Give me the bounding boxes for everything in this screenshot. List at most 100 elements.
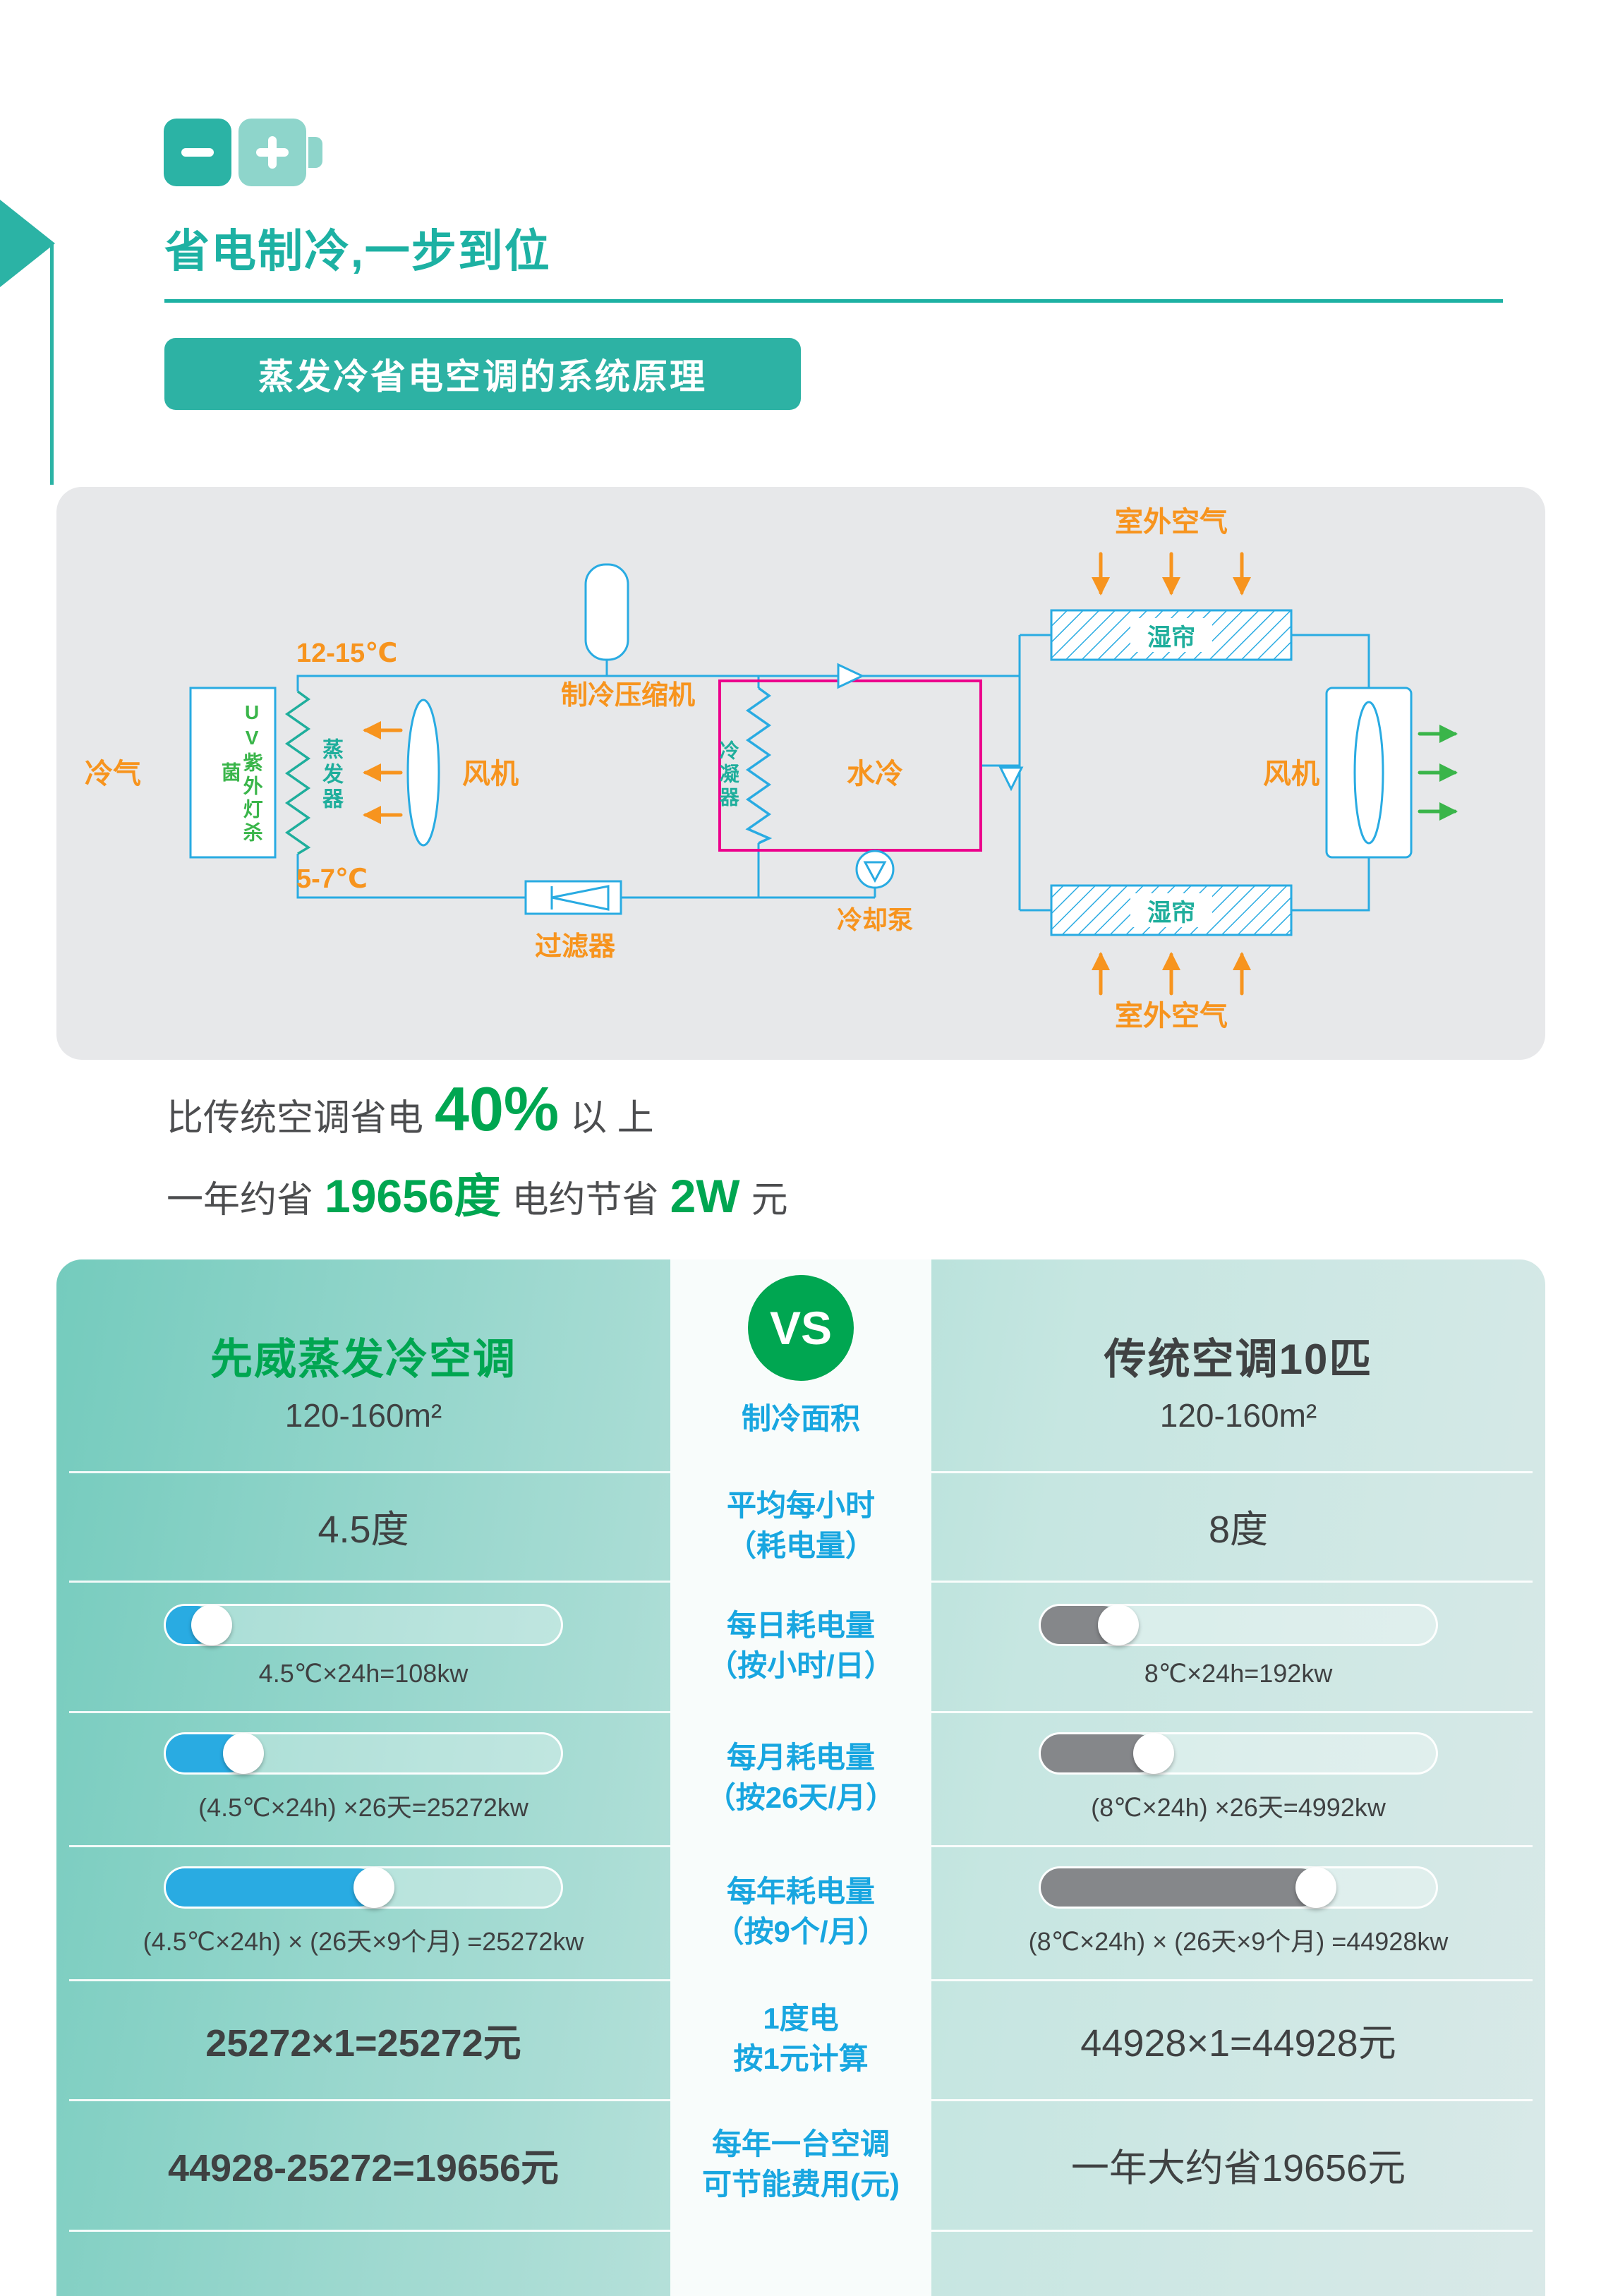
page-title: 省电制冷,一步到位 [164,226,551,277]
battery-icon [164,119,322,186]
bar-knob [223,1733,264,1774]
row3-right: (8℃×24h) ×26天=4992kw [931,1711,1545,1845]
daily-usage-bar-left [164,1603,563,1646]
header-left: 先威蒸发冷空调 120-160m² [56,1259,670,1471]
row2-right: 8℃×24h=192kw [931,1581,1545,1711]
right-hourly-value: 8度 [1208,1509,1269,1551]
saving-left: 44928-25272=19656元 [167,2147,559,2189]
cost-right: 44928×1=44928元 [1080,2022,1396,2065]
savings-percent: 40% [435,1074,560,1144]
outdoor-air-arrows-top [1092,552,1251,596]
yearly-caption-right: (8℃×24h) × (26天×9个月) =44928kw [1028,1927,1449,1956]
row5-left: 25272×1=25272元 [56,1979,670,2099]
row3-left: (4.5℃×24h) ×26天=25272kw [56,1711,670,1845]
cold-air-arrows [363,721,403,824]
compressor-cylinder [584,563,629,661]
label-compressor: 制冷压缩机 [560,681,695,711]
label-condenser: 冷凝器 [717,739,739,810]
outlet-air-arrows [1418,725,1458,821]
yearly-usage-bar-left [164,1866,563,1909]
label-cold-air: 冷气 [85,759,141,790]
ribbon-line [50,243,54,485]
daily-caption-right: 8℃×24h=192kw [1144,1658,1333,1688]
comparison-table: 先威蒸发冷空调 120-160m² 制冷面积 传统空调10匹 120-160m²… [56,1259,1545,2296]
label-evaporator: 蒸发器 [319,737,342,812]
flow-arrows [837,663,1024,792]
condenser-coil [745,687,773,845]
header-mid: 制冷面积 [670,1259,931,1471]
section-badge: 蒸发冷省电空调的系统原理 [164,338,801,410]
row4-metric: 每年耗电量 （按9个/月） [714,1875,888,1948]
header-right: 传统空调10匹 120-160m² [931,1259,1545,1471]
monthly-usage-bar-right [1039,1732,1438,1775]
row1-metric: 平均每小时 （耗电量） [726,1488,875,1562]
outdoor-air-arrows-bottom [1092,952,1251,996]
savings-l2-p1: 一年约省 [167,1180,314,1221]
bar-knob [1098,1604,1139,1645]
savings-l2-p2: 电约节省 [512,1180,659,1221]
right-column-area: 120-160m² [1159,1396,1317,1434]
saving-right: 一年大约省19656元 [1070,2147,1406,2189]
label-fan-left: 风机 [462,759,519,790]
title-underline [164,299,1503,303]
savings-money-value: 2W [670,1170,740,1222]
left-hourly-value: 4.5度 [318,1509,409,1551]
yearly-usage-bar-right [1039,1866,1438,1909]
right-column-title: 传统空调10匹 [1104,1335,1373,1383]
savings-suffix: 以 上 [570,1098,654,1139]
bar-knob [1295,1867,1336,1908]
row6-metric: 每年一台空调 可节能费用(元) [702,2127,900,2201]
filter-valve-icon [551,885,610,911]
pump-icon [855,850,895,889]
monthly-usage-bar-left [164,1732,563,1775]
label-temp-high: 12-15℃ [296,639,398,668]
row3-metric: 每月耗电量 （按26天/月） [706,1741,896,1814]
row1-right: 8度 [931,1471,1545,1581]
diagram-panel: 冷气 UV紫外灯杀菌 蒸发器 风机 12-15℃ 5-7℃ 制冷压缩机 过滤器 … [56,487,1545,1060]
label-wet-curtain-top: 湿帘 [1130,618,1212,652]
bar-knob [191,1604,232,1645]
row4-right: (8℃×24h) × (26天×9个月) =44928kw [931,1845,1545,1979]
metric-column-strip [670,1259,931,2296]
row6-right: 一年大约省19656元 [931,2099,1545,2230]
label-uv-lamp: UV紫外灯杀菌 [219,701,263,845]
daily-usage-bar-right [1039,1603,1438,1646]
vs-badge: VS [748,1275,854,1381]
label-water-cooling: 水冷 [847,759,903,790]
evaporator-coil [284,690,311,855]
row5-metric: 1度电 按1元计算 [733,2002,869,2075]
yearly-caption-left: (4.5℃×24h) × (26天×9个月) =25272kw [143,1927,584,1956]
battery-terminal [308,137,322,168]
metric-header: 制冷面积 [741,1402,860,1436]
savings-prefix: 比传统空调省电 [167,1098,424,1139]
left-column-area: 120-160m² [284,1396,442,1434]
battery-minus-cell [164,119,231,186]
bar-knob [1133,1733,1174,1774]
label-outdoor-air-top: 室外空气 [1115,507,1228,538]
savings-line-1: 比传统空调省电 40% 以 上 [167,1073,654,1145]
uv-box [189,687,277,859]
bar-knob [354,1867,394,1908]
label-temp-low: 5-7℃ [296,864,368,894]
left-column-title: 先威蒸发冷空调 [210,1335,516,1383]
label-filter: 过滤器 [534,932,615,962]
savings-kwh-value: 19656度 [325,1170,501,1222]
right-fan-blade [1353,701,1384,845]
row5-right: 44928×1=44928元 [931,1979,1545,2099]
row6-left: 44928-25272=19656元 [56,2099,670,2230]
row2-left: 4.5℃×24h=108kw [56,1581,670,1711]
row2-metric: 每日耗电量 （按小时/日） [708,1608,894,1682]
daily-caption-left: 4.5℃×24h=108kw [258,1658,469,1688]
battery-plus-cell [238,119,306,186]
label-cooling-pump: 冷却泵 [836,905,913,934]
row1-left: 4.5度 [56,1471,670,1581]
monthly-caption-right: (8℃×24h) ×26天=4992kw [1091,1793,1386,1822]
cost-left: 25272×1=25272元 [205,2022,521,2065]
row4-left: (4.5℃×24h) × (26天×9个月) =25272kw [56,1845,670,1979]
savings-line-2: 一年约省 19656度 电约节省 2W 元 [167,1159,788,1226]
ribbon-arrow-icon [0,200,55,287]
savings-l2-p3: 元 [751,1180,788,1221]
monthly-caption-left: (4.5℃×24h) ×26天=25272kw [198,1793,528,1822]
label-fan-right: 风机 [1263,759,1319,790]
